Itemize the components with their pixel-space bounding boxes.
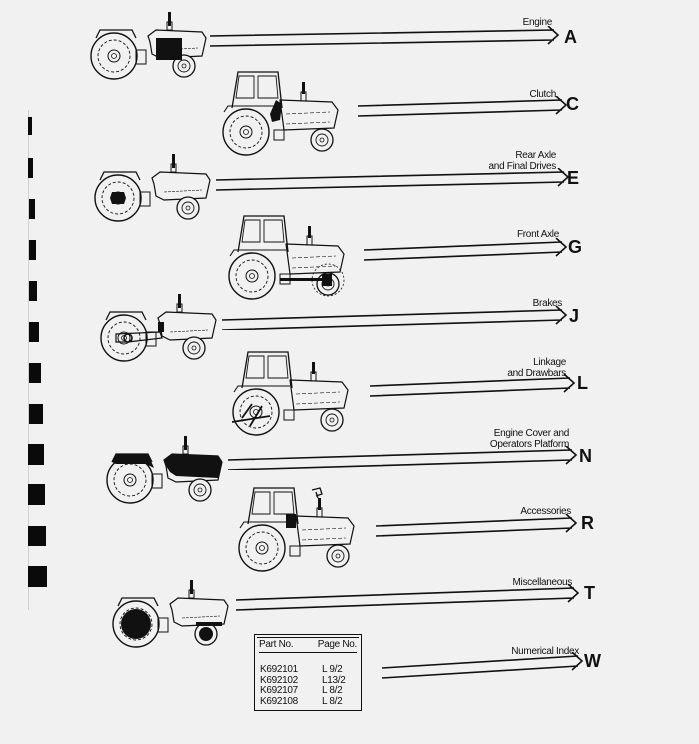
page-no-cell: L 9/2 [322, 664, 343, 675]
arrow-engine-icon [209, 26, 560, 47]
thumb-tab-n[interactable] [29, 363, 41, 383]
section-letter-a[interactable]: A [564, 27, 577, 47]
section-letter-w[interactable]: W [584, 651, 601, 671]
page-edge-line [28, 110, 29, 610]
label-engine: Engine [522, 17, 553, 28]
label-front-axle: Front Axle [516, 229, 559, 240]
table-row: K692107 L 8/2 [260, 685, 357, 697]
section-letter-g[interactable]: G [568, 237, 583, 257]
page-no-cell: L 8/2 [322, 695, 343, 707]
part-no-cell: K692107 [260, 685, 298, 696]
page-no-cell: L 8/2 [322, 685, 343, 696]
tractor-engine-cover-icon [106, 436, 223, 504]
section-letter-j[interactable]: J [569, 306, 580, 326]
section-letter-c[interactable]: C [566, 94, 579, 114]
label-accessories: Accessories [520, 506, 571, 517]
arrow-clutch-icon [357, 96, 568, 117]
table-top-rule [257, 637, 359, 638]
section-letter-r[interactable]: R [581, 513, 594, 533]
header-page-no: Page No. [317, 639, 358, 650]
tractor-rear-axle-icon [94, 153, 211, 222]
section-letter-t[interactable]: T [584, 583, 595, 603]
table-row: K692102 L13/2 [260, 674, 357, 687]
tractor-brakes-icon [100, 294, 217, 362]
table-row: K692101 L 9/2 [260, 664, 357, 676]
thumb-tab-t[interactable] [28, 444, 44, 465]
table-header: Part No. Page No. [259, 639, 357, 653]
thumb-tab-a[interactable] [28, 117, 32, 135]
tractor-miscellaneous-icon [112, 580, 229, 648]
part-number-table: Part No. Page No. K692101 L 9/2 K692102 L1… [254, 634, 362, 711]
label-brakes: Brakes [532, 298, 563, 309]
tractor-accessories-icon [238, 487, 355, 572]
thumb-tab-12[interactable] [28, 566, 47, 587]
header-part-no: Part No. [259, 639, 294, 650]
label-numerical-index: Numerical Index [511, 646, 579, 657]
tractor-linkage-icon [232, 351, 349, 436]
section-letter-e[interactable]: E [567, 168, 580, 188]
part-no-cell: K692102 [260, 674, 298, 686]
arrow-numerical-index-icon [381, 652, 584, 679]
tractor-clutch-icon [222, 71, 339, 156]
thumb-tab-r[interactable] [29, 404, 43, 424]
thumb-tab-j[interactable] [29, 281, 37, 301]
thumb-tab-l[interactable] [29, 322, 39, 342]
label-clutch: Clutch [529, 89, 556, 100]
arrow-miscellaneous-icon [235, 584, 580, 611]
part-no-cell: K692101 [260, 664, 298, 675]
thumb-tab-g[interactable] [29, 240, 36, 260]
tractor-engine-icon [90, 12, 207, 80]
table-body: K692101 L 9/2 K692102 L13/2 K692107 L 8/2 K… [260, 664, 357, 708]
arrow-linkage-icon [369, 374, 576, 397]
section-letter-l[interactable]: L [577, 373, 588, 393]
tractor-front-axle-icon [228, 215, 345, 300]
thumb-tab-w[interactable] [28, 484, 45, 505]
page-no-cell: L13/2 [322, 674, 346, 686]
part-no-cell: K692108 [260, 695, 298, 707]
thumb-tab-e[interactable] [29, 199, 35, 219]
thumb-tab-c[interactable] [28, 158, 33, 178]
label-miscellaneous: Miscellaneous [512, 577, 573, 588]
arrow-accessories-icon [375, 514, 578, 537]
arrow-front-axle-icon [363, 238, 568, 261]
arrow-engine-cover-icon [227, 446, 578, 470]
arrow-rear-axle-icon [215, 168, 570, 191]
section-letter-n[interactable]: N [579, 446, 592, 466]
table-row: K692108 L 8/2 [260, 695, 357, 708]
arrow-brakes-icon [221, 306, 568, 330]
thumb-tab-11[interactable] [28, 526, 46, 546]
